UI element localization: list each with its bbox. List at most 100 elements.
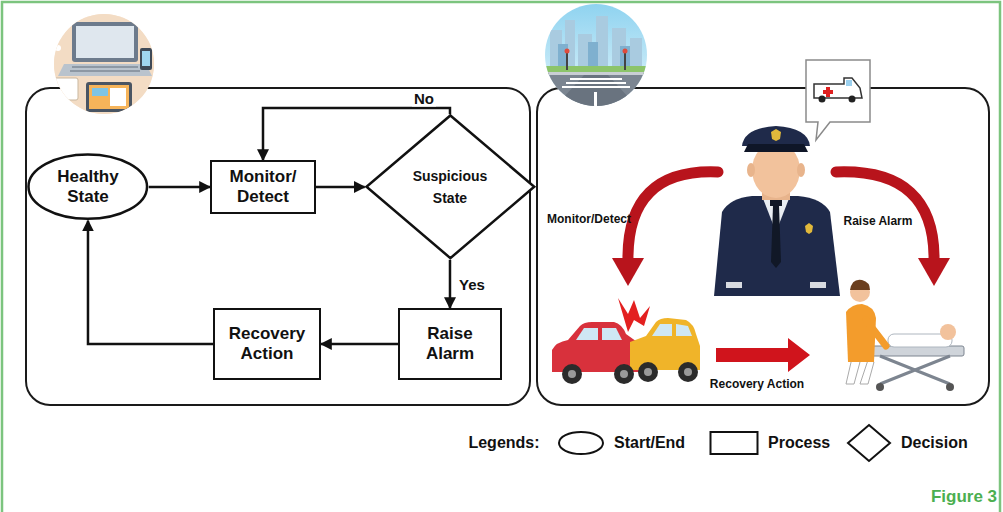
computer-devices-icon [86,82,132,112]
paramedic-stretcher [876,383,884,391]
legend-item: Decision [846,423,968,463]
legend-item: Process [709,430,830,456]
node-label: Raise Alarm [406,324,494,365]
edge-label: Yes [457,275,487,292]
police-officer [714,196,840,296]
computer-devices-icon [55,45,61,51]
city-road-icon [540,16,655,112]
edge-label: No [412,90,436,107]
figure-number: Figure 3 [931,487,997,507]
city-road-icon [588,42,598,70]
legend-rect [711,432,758,454]
city-road-icon [565,49,570,54]
paramedic-stretcher [946,383,954,391]
city-road-icon [594,92,597,110]
legend-sample [846,423,892,463]
process-box: Recovery Action [213,308,321,380]
panel-outline [537,88,989,405]
paramedic-stretcher [876,383,954,391]
city-road-icon [550,16,642,70]
node-text-holder: Healthy State [27,153,149,220]
paramedic-stretcher [880,356,950,384]
decision-diamond: Suspicious State [365,114,536,260]
computer-devices-icon [110,88,126,106]
computer-devices-icon [72,66,138,68]
node-text-holder: Raise Alarm [400,310,500,378]
crashed-cars [652,324,672,336]
city-road-icon [566,52,626,70]
legend-text: Start/End [614,434,685,452]
paramedic-stretcher [940,324,956,340]
computer-devices-icon [50,14,160,124]
node-label: Healthy State [50,167,126,208]
city-road-icon [566,52,568,70]
computer-devices-icon [92,88,108,96]
decision-diamond-outline [365,114,536,260]
speech-bubble-ambulance [849,96,856,103]
flow-arrow [449,260,452,308]
city-road-icon [630,38,642,70]
crashed-cars [684,368,692,376]
step-caption: Monitor/Detect [547,212,631,226]
police-officer [771,129,781,141]
red-curved-arrow [628,172,718,262]
flow-arrow [316,186,365,189]
node-text-holder: Recovery Action [215,310,319,378]
crashed-cars [576,328,598,340]
flow-arrow [321,343,398,346]
node-label: Recovery Action [221,324,313,365]
city-road-icon [540,4,655,112]
city-road-icon [540,72,655,112]
computer-devices-icon [70,66,140,72]
police-officer [714,126,840,296]
computer-devices-icon [52,78,78,100]
crashed-cars [568,370,576,378]
city-road-icon [566,82,626,84]
paramedic-stretcher [860,360,874,384]
red-curved-arrow [612,258,644,286]
process-box: Raise Alarm [398,308,502,380]
city-road-icon [562,78,630,88]
city-road-icon [540,72,655,75]
computer-devices-icon [58,64,152,76]
legend-heading: Legends: [468,434,539,452]
node-label: Monitor/ Detect [218,167,308,208]
speech-bubble-ambulance [814,78,862,98]
legend-text: Process [768,434,830,452]
crashed-cars [602,328,622,340]
paramedic-stretcher [846,280,964,391]
decision-diamond-outline [366,116,534,259]
paramedic-stretcher [846,304,876,362]
police-officer [810,282,826,288]
speech-bubble-ambulance [806,60,870,140]
crashed-cars [620,370,628,378]
computer-devices-icon [72,22,138,62]
city-road-icon [558,42,630,70]
paramedic-stretcher [866,320,886,346]
legend-text: Decision [901,434,968,452]
city-road-icon [552,75,640,110]
computer-devices-icon [142,51,150,66]
red-straight-arrow [716,338,810,372]
step-caption: Recovery Action [710,377,804,391]
node-text-holder: Monitor/ Detect [212,162,314,212]
legend-diamond [848,425,890,461]
start-end-ellipse: Healthy State [27,153,149,220]
panel-outline [26,88,989,405]
city-road-icon [540,66,655,74]
start-end-ellipse-outline [29,155,148,219]
computer-devices-icon [89,85,129,109]
crashed-cars [618,298,650,332]
speech-bubble-ambulance [823,87,833,97]
crashed-cars [676,324,692,336]
flow-arrow [149,186,210,189]
computer-devices-icon [70,70,140,72]
police-officer [742,126,810,146]
process-box: Monitor/ Detect [210,160,316,214]
red-curved-arrow [836,172,934,262]
crashed-cars [614,364,634,384]
node-label: Suspicious State [404,165,496,210]
police-officer [747,163,755,177]
